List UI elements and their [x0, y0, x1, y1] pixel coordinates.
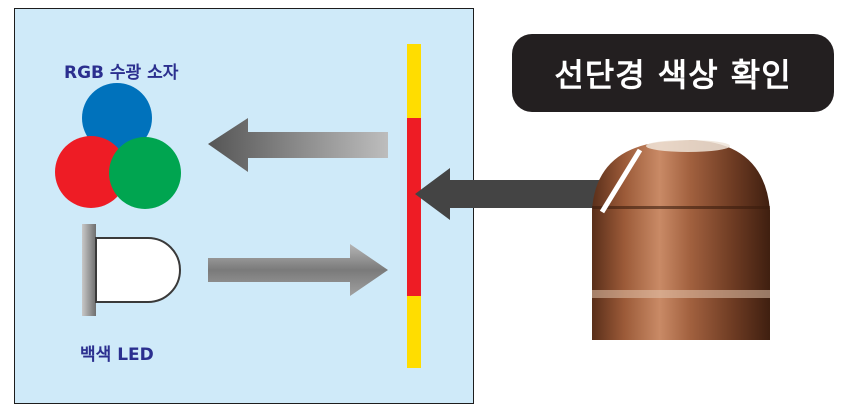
white-led-icon — [82, 224, 181, 316]
title-text: 선단경 색상 확인 — [554, 56, 792, 94]
arrow-right-icon — [208, 244, 388, 296]
electrode-tip-icon — [592, 140, 770, 340]
title-badge: 선단경 색상 확인 — [512, 34, 834, 112]
arrow-left-icon — [208, 118, 388, 172]
rgb-sensor-label: RGB 수광 소자 — [64, 63, 179, 83]
rgb-sensor-icon — [55, 83, 181, 209]
white-led-label: 백색 LED — [80, 345, 154, 365]
color-strip — [407, 44, 421, 368]
probe-arrow-icon — [415, 168, 612, 220]
